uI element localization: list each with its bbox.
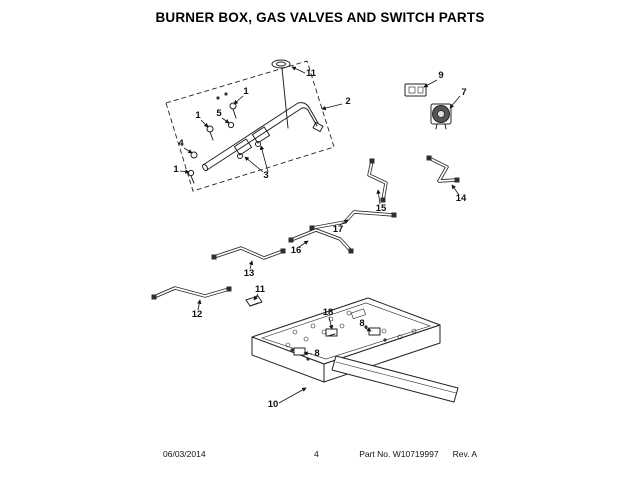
footer-date: 06/03/2014 <box>163 449 206 459</box>
gas-tube-15 <box>367 158 388 203</box>
manifold-assembly <box>187 59 324 184</box>
gas-valve <box>251 126 271 147</box>
callout-leaders <box>179 66 461 404</box>
callout-label: 11 <box>306 68 317 79</box>
bracket-18 <box>325 328 338 337</box>
page-title: BURNER BOX, GAS VALVES AND SWITCH PARTS <box>155 10 485 25</box>
clip-11 <box>245 295 263 307</box>
assembly-boundary <box>165 60 335 192</box>
gas-tube-12 <box>151 286 232 300</box>
orifice-fitting <box>187 92 237 184</box>
footer-revision: Rev. A <box>452 449 477 459</box>
callout-label: 3 <box>263 170 268 181</box>
gas-tube-17 <box>309 210 397 231</box>
callout-labels: 1 5 1 4 1 3 2 11 9 7 15 14 17 16 13 12 1… <box>173 68 467 410</box>
callout-label: 2 <box>345 96 350 107</box>
callout-label: 1 <box>173 164 179 175</box>
callout-label: 4 <box>178 138 184 149</box>
footer-part-info: Part No. W10719997 Rev. A <box>359 449 477 459</box>
callout-label: 11 <box>255 284 266 295</box>
bracket-8 <box>293 347 306 356</box>
grommet-11 <box>271 59 291 129</box>
callout-label: 18 <box>323 307 334 318</box>
gas-tube-14 <box>426 155 460 183</box>
front-panel <box>331 355 459 403</box>
switch-module <box>404 83 427 97</box>
callout-label: 8 <box>314 348 319 359</box>
bracket-8 <box>368 327 381 336</box>
gas-tube-13 <box>211 246 286 260</box>
footer-page-number: 4 <box>314 449 319 459</box>
callout-label: 16 <box>291 245 302 256</box>
callout-label: 8 <box>359 318 364 329</box>
footer-part-number: Part No. W10719997 <box>359 449 439 459</box>
callout-label: 13 <box>244 268 255 279</box>
callout-label: 7 <box>461 87 466 98</box>
callout-label: 9 <box>438 70 443 81</box>
callout-label: 10 <box>268 399 279 410</box>
callout-label: 1 <box>243 86 249 97</box>
callout-label: 1 <box>195 110 201 121</box>
igniter-switch <box>430 103 452 130</box>
callout-label: 12 <box>192 309 203 320</box>
callout-label: 14 <box>456 193 467 204</box>
callout-label: 15 <box>376 203 387 214</box>
gas-tube-16 <box>288 228 354 254</box>
callout-label: 5 <box>216 108 222 119</box>
callout-label: 17 <box>333 224 344 235</box>
gas-valve <box>233 138 253 159</box>
